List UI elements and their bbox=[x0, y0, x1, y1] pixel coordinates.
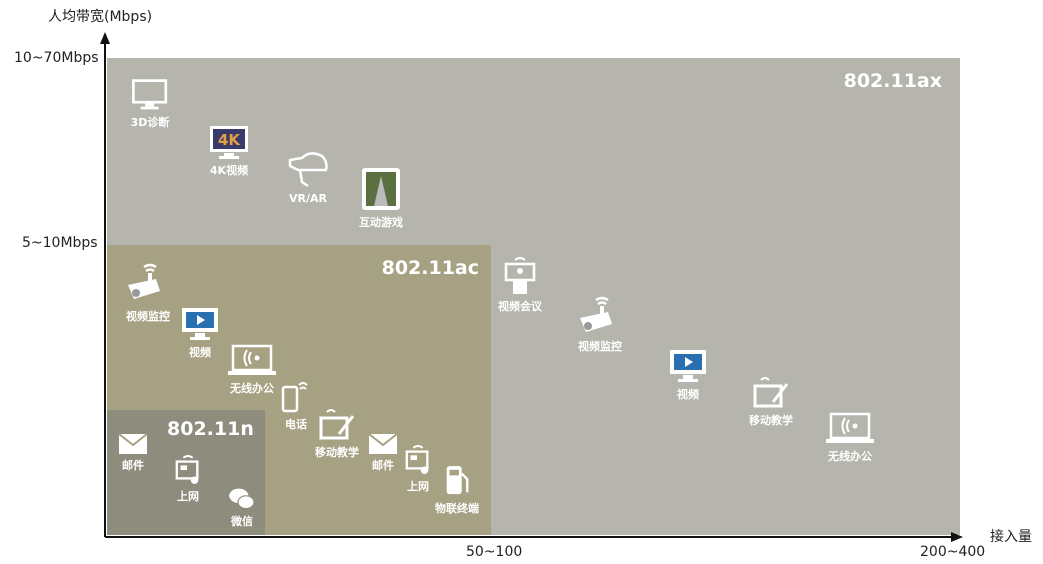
item-video-surveillance: 视频监控 bbox=[578, 296, 622, 354]
x-tick-high: 200~400 bbox=[920, 544, 986, 560]
laptop-icon bbox=[825, 412, 875, 446]
phone-icon bbox=[281, 378, 311, 414]
item-vr-ar: VR/AR bbox=[286, 150, 330, 205]
web-browse-icon bbox=[174, 454, 202, 486]
item-video-conference: 视频会议 bbox=[498, 256, 542, 314]
camera-icon bbox=[578, 296, 622, 336]
mail-icon bbox=[368, 433, 398, 455]
item-mobile-teaching: 移动教学 bbox=[315, 408, 359, 460]
conference-icon bbox=[503, 256, 537, 296]
item-wechat: 微信 bbox=[227, 487, 257, 529]
game-icon bbox=[362, 168, 400, 210]
wechat-icon bbox=[227, 487, 257, 511]
laptop-icon bbox=[227, 344, 277, 378]
item-phone: 电话 bbox=[281, 378, 311, 432]
item-wireless-office: 无线办公 bbox=[825, 412, 875, 464]
y-tick-high: 10~70Mbps bbox=[14, 50, 99, 66]
video-icon bbox=[180, 306, 220, 342]
item-video: 视频 bbox=[180, 306, 220, 360]
item-iot-terminal: 物联终端 bbox=[435, 464, 479, 516]
iot-pump-icon bbox=[443, 464, 471, 498]
y-tick-mid: 5~10Mbps bbox=[22, 235, 98, 251]
item-video: 视频 bbox=[668, 348, 708, 402]
zone-802-11n: 802.11n bbox=[107, 410, 265, 535]
camera-icon bbox=[126, 260, 170, 306]
item-wireless-office: 无线办公 bbox=[227, 344, 277, 396]
zone-title-ax: 802.11ax bbox=[843, 70, 942, 92]
3d-monitor-icon bbox=[132, 78, 168, 112]
item-web: 上网 bbox=[404, 444, 432, 494]
4k-monitor-icon: 4K bbox=[210, 126, 248, 159]
tablet-icon bbox=[317, 408, 357, 442]
zone-title-n: 802.11n bbox=[167, 418, 254, 440]
y-axis-title: 人均带宽(Mbps) bbox=[48, 9, 153, 25]
video-icon bbox=[668, 348, 708, 384]
tablet-icon bbox=[751, 376, 791, 410]
item-email: 邮件 bbox=[118, 433, 148, 473]
x-axis-title: 接入量 bbox=[990, 529, 1032, 545]
svg-text:4K: 4K bbox=[218, 131, 241, 149]
vr-headset-icon bbox=[286, 150, 330, 190]
zone-title-ac: 802.11ac bbox=[381, 257, 479, 279]
x-axis-arrow-icon bbox=[951, 532, 963, 542]
item-3d-diagnosis: 3D诊断 bbox=[131, 78, 169, 130]
item-interactive-game: 互动游戏 bbox=[359, 166, 403, 230]
mail-icon bbox=[118, 433, 148, 455]
item-mobile-teaching: 移动教学 bbox=[749, 376, 793, 428]
item-video-surveillance: 视频监控 bbox=[126, 260, 170, 324]
web-browse-icon bbox=[404, 444, 432, 476]
y-axis-arrow-icon bbox=[100, 32, 110, 44]
item-web: 上网 bbox=[174, 454, 202, 504]
item-email: 邮件 bbox=[368, 433, 398, 473]
x-tick-mid: 50~100 bbox=[466, 544, 523, 560]
